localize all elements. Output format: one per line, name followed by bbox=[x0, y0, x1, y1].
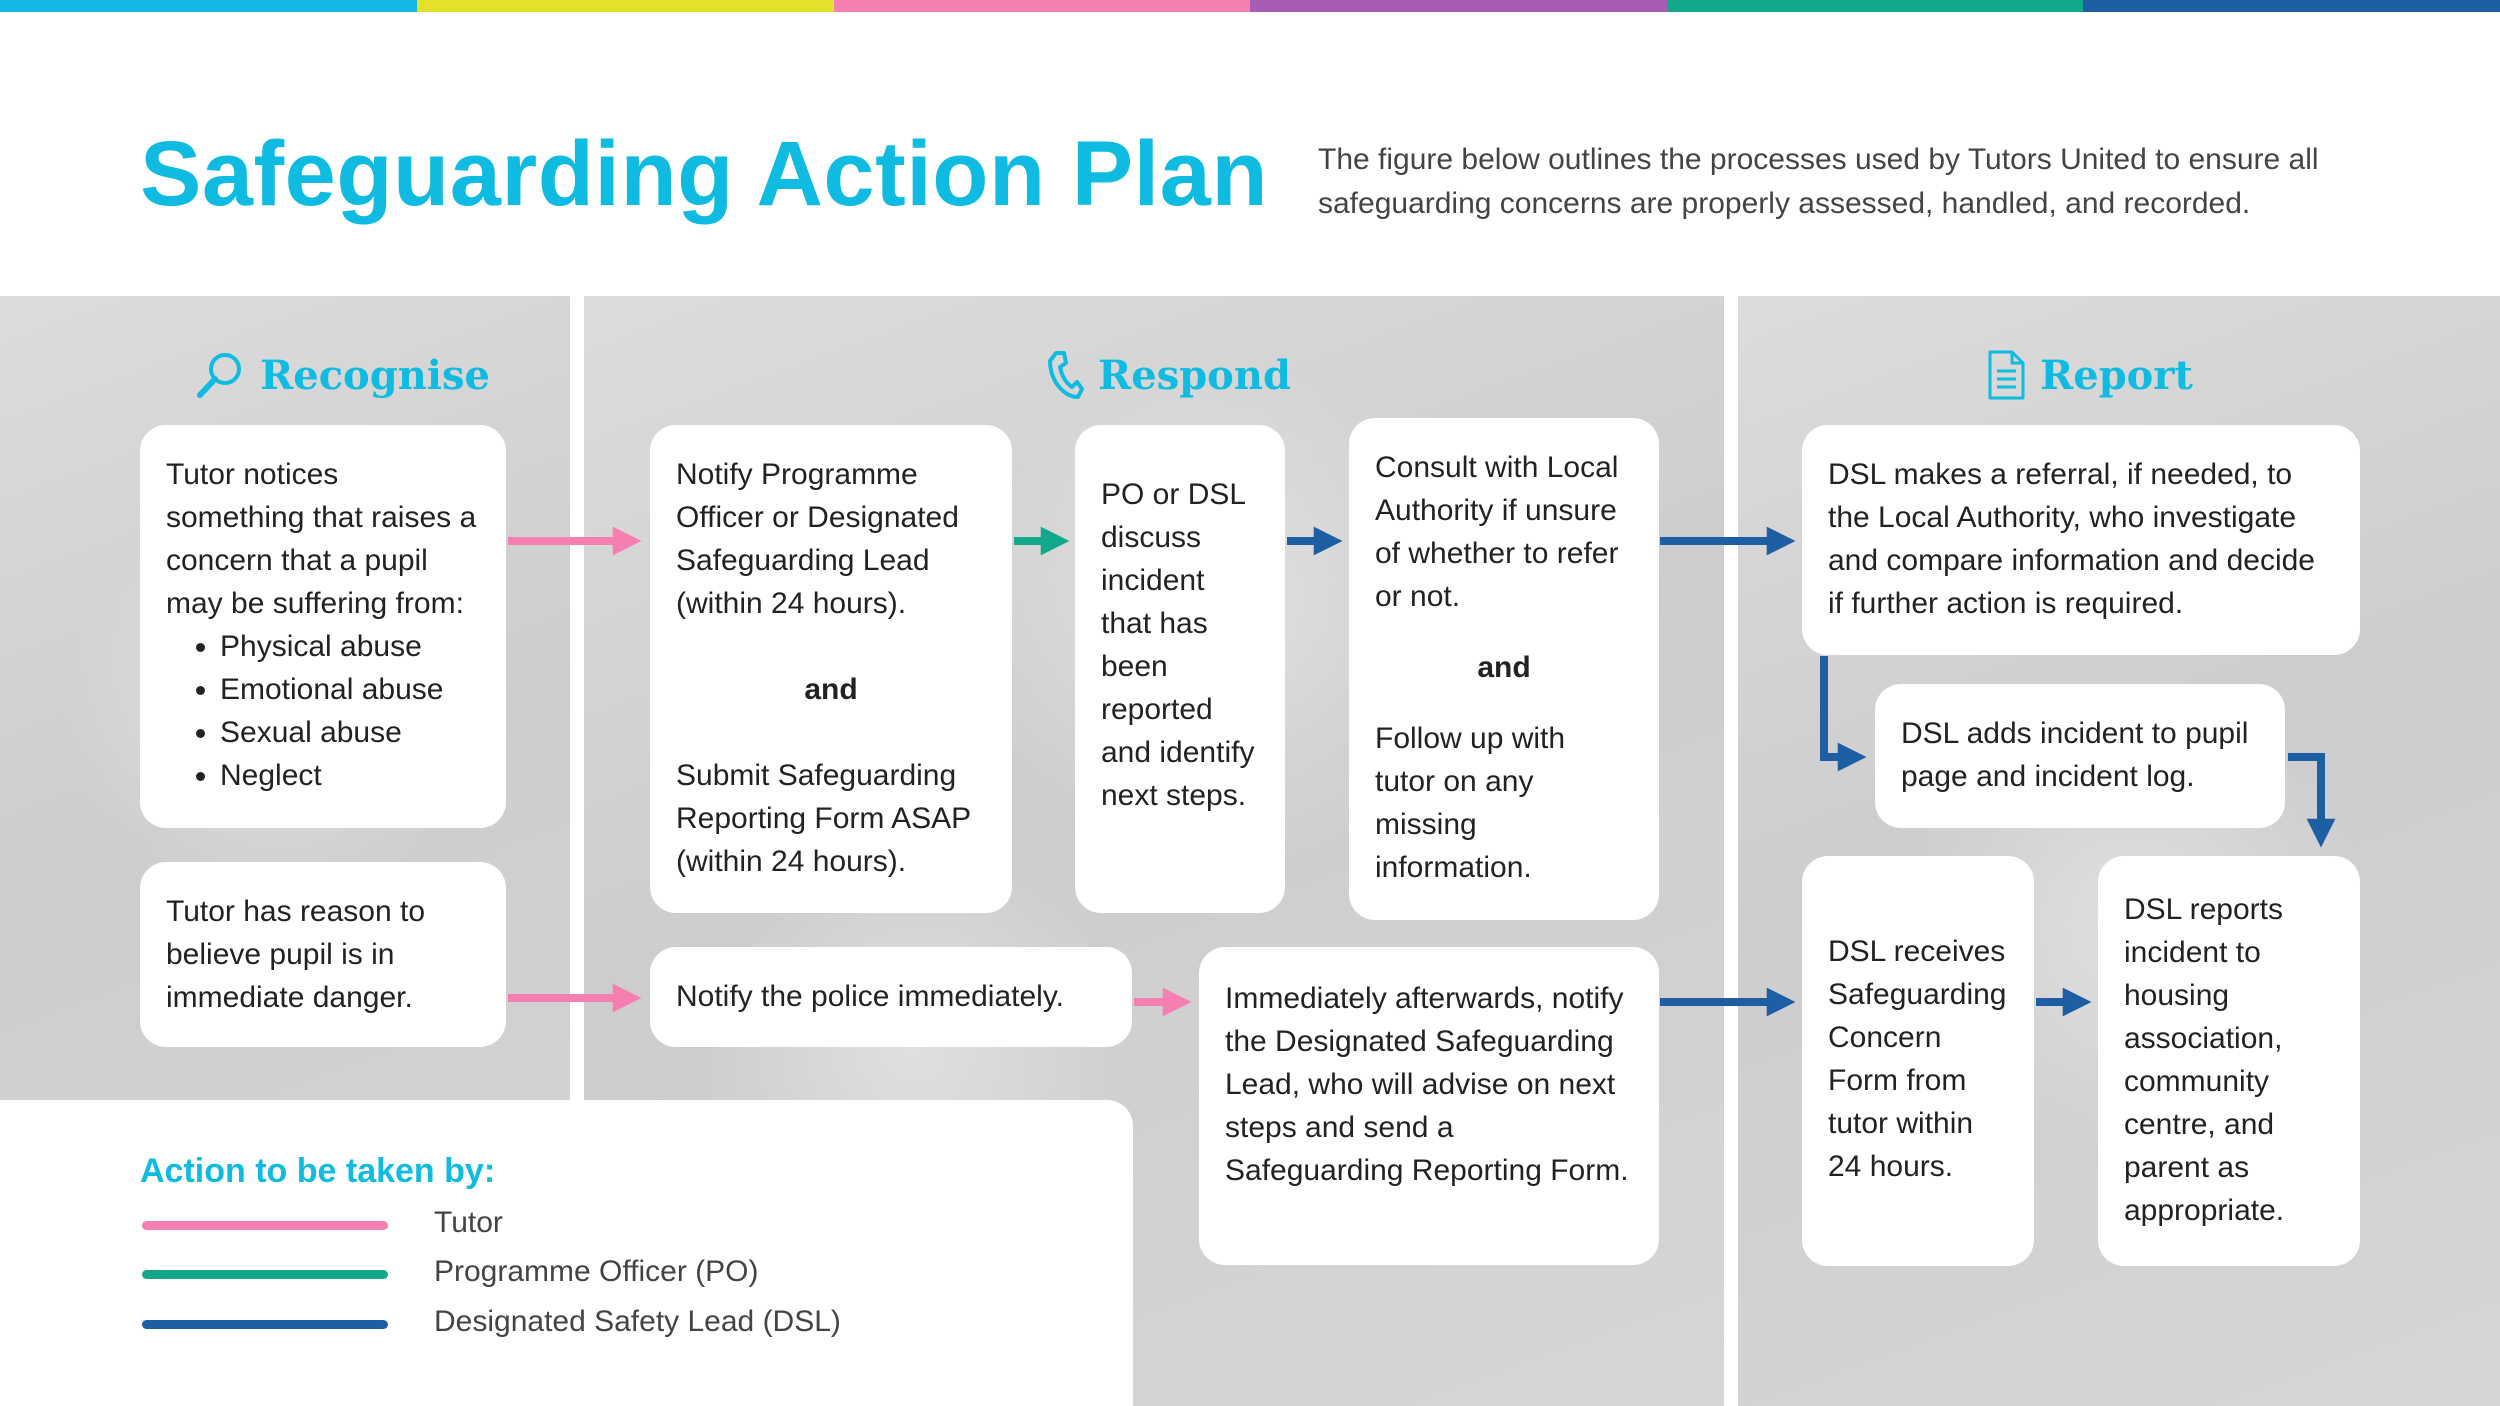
box-dsl-adds-text: DSL adds incident to pupil page and inci… bbox=[1901, 717, 2249, 793]
box-dsl-receives: DSL receives Safeguarding Concern Form f… bbox=[1802, 856, 2034, 1266]
box-dsl-referral: DSL makes a referral, if needed, to the … bbox=[1802, 425, 2360, 655]
abuse-type-list: Physical abuse Emotional abuse Sexual ab… bbox=[166, 625, 480, 797]
box-notify-po: Notify Programme Officer or Designated S… bbox=[650, 425, 1012, 913]
box-tutor-danger: Tutor has reason to believe pupil is in … bbox=[140, 862, 506, 1047]
legend-line-po bbox=[142, 1270, 388, 1279]
top-stripe-purple bbox=[1250, 0, 1667, 12]
box-dsl-receives-text: DSL receives Safeguarding Concern Form f… bbox=[1828, 935, 2007, 1183]
box-dsl-reports-text: DSL reports incident to housing associat… bbox=[2124, 893, 2285, 1227]
legend-line-tutor bbox=[142, 1221, 388, 1230]
box-notify-dsl-text: Immediately afterwards, notify the Desig… bbox=[1225, 982, 1629, 1187]
box-dsl-referral-text: DSL makes a referral, if needed, to the … bbox=[1828, 458, 2315, 620]
box-consult-la-text2: Follow up with tutor on any missing info… bbox=[1375, 722, 1566, 884]
legend-line-dsl bbox=[142, 1320, 388, 1329]
arrow-referral-to-adds bbox=[1820, 656, 1867, 772]
box-notify-po-and: and bbox=[804, 673, 858, 706]
box-notify-dsl: Immediately afterwards, notify the Desig… bbox=[1199, 947, 1659, 1265]
legend-panel bbox=[0, 1100, 1133, 1406]
page-subtitle: The figure below outlines the processes … bbox=[1318, 143, 2319, 220]
box-consult-la-text1: Consult with Local Authority if unsure o… bbox=[1375, 451, 1619, 613]
document-icon bbox=[1986, 349, 2026, 401]
top-stripe-yellow bbox=[417, 0, 834, 12]
top-stripe-blue bbox=[0, 0, 417, 12]
list-item: Physical abuse bbox=[220, 625, 480, 668]
page-title: Safeguarding Action Plan bbox=[140, 123, 1269, 225]
section-recognise: Recognise bbox=[194, 345, 490, 405]
top-stripe-navy bbox=[2083, 0, 2500, 12]
box-notify-po-text1: Notify Programme Officer or Designated S… bbox=[676, 458, 959, 620]
box-po-discuss-text: PO or DSL discuss incident that has been… bbox=[1101, 478, 1255, 812]
section-respond: Respond bbox=[1044, 345, 1291, 405]
section-report-label: Report bbox=[2040, 351, 2193, 399]
box-dsl-reports: DSL reports incident to housing associat… bbox=[2098, 856, 2360, 1266]
box-dsl-adds: DSL adds incident to pupil page and inci… bbox=[1875, 684, 2285, 828]
box-consult-la-and: and bbox=[1477, 651, 1531, 684]
box-notify-po-text2: Submit Safeguarding Reporting Form ASAP … bbox=[676, 759, 971, 878]
legend-title: Action to be taken by: bbox=[140, 1152, 496, 1190]
top-stripe-pink bbox=[834, 0, 1250, 12]
box-tutor-notices: Tutor notices something that raises a co… bbox=[140, 425, 506, 828]
phone-icon bbox=[1044, 349, 1084, 401]
list-item: Sexual abuse bbox=[220, 711, 480, 754]
box-consult-la: Consult with Local Authority if unsure o… bbox=[1349, 418, 1659, 920]
box-po-discuss: PO or DSL discuss incident that has been… bbox=[1075, 425, 1285, 913]
list-item: Emotional abuse bbox=[220, 668, 480, 711]
box-notify-police: Notify the police immediately. bbox=[650, 947, 1132, 1047]
section-report: Report bbox=[1986, 345, 2193, 405]
arrow-adds-to-reports bbox=[2288, 753, 2336, 848]
box-tutor-danger-text: Tutor has reason to believe pupil is in … bbox=[166, 895, 426, 1014]
box-tutor-notices-text: Tutor notices something that raises a co… bbox=[166, 458, 477, 620]
section-recognise-label: Recognise bbox=[260, 351, 490, 399]
legend-label-po: Programme Officer (PO) bbox=[434, 1255, 759, 1288]
legend-label-dsl: Designated Safety Lead (DSL) bbox=[434, 1305, 841, 1338]
legend-label-tutor: Tutor bbox=[434, 1206, 503, 1239]
box-notify-police-text: Notify the police immediately. bbox=[676, 980, 1064, 1013]
top-stripe-green bbox=[1667, 0, 2083, 12]
magnifier-icon bbox=[194, 349, 246, 401]
list-item: Neglect bbox=[220, 754, 480, 797]
section-respond-label: Respond bbox=[1098, 351, 1291, 399]
